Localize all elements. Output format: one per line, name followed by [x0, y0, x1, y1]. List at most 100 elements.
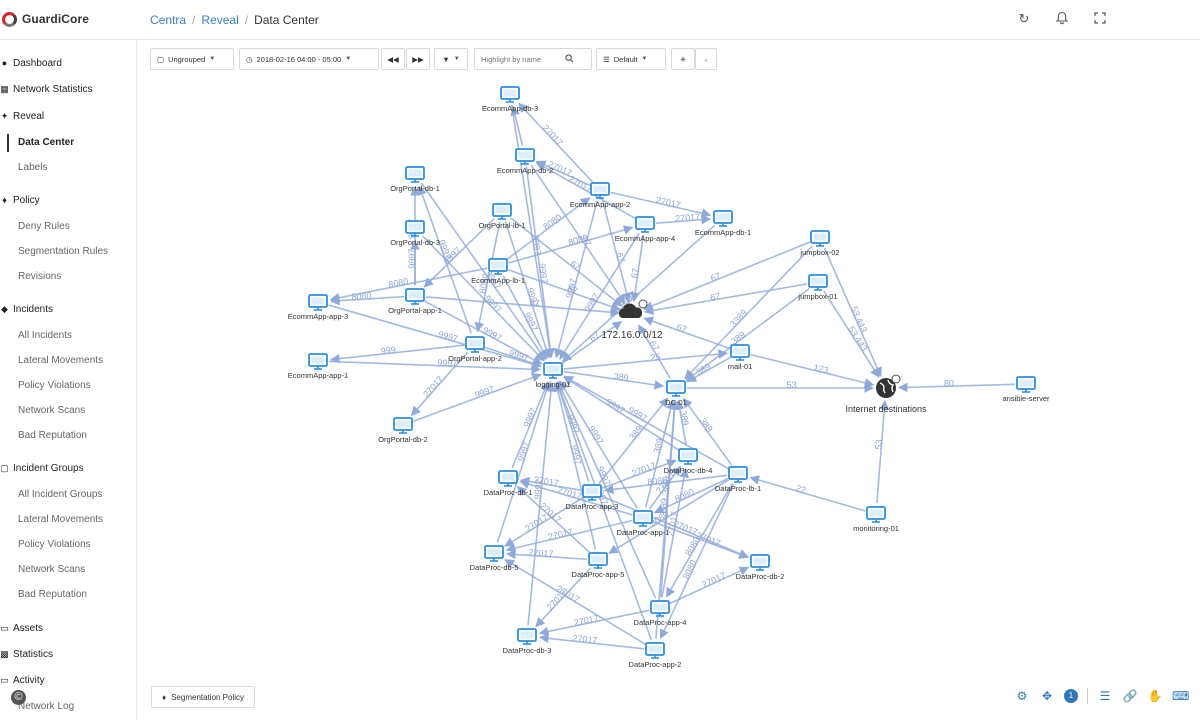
notification-badge[interactable]: 1 — [1064, 689, 1078, 703]
edge-mail-internet[interactable] — [750, 353, 875, 388]
sidebar-item-group-policy-violations[interactable]: Policy Violations — [18, 539, 91, 550]
edge-ecapp2-ecdb3[interactable] — [518, 102, 594, 183]
edge-dpapp1-dpdb1[interactable] — [519, 479, 633, 516]
grouping-select[interactable]: ▢ Ungrouped ▼ — [150, 48, 234, 70]
node-mail[interactable]: mail-01 — [728, 344, 753, 371]
sidebar-section-incident-groups[interactable]: ▢ Incident Groups — [0, 463, 83, 474]
edge-ecapp4-cloud[interactable] — [630, 234, 645, 303]
edge-dpdb1-logging[interactable] — [511, 381, 550, 469]
edge-jump1-internet[interactable] — [823, 290, 880, 378]
edge-opdbl-opapp2[interactable] — [474, 221, 501, 333]
node-monitor[interactable]: monitoring-01 — [853, 506, 899, 533]
edge-opdbl-opapp1[interactable] — [423, 218, 495, 288]
node-opapp2[interactable]: OrgPortal-app-2 — [448, 336, 502, 363]
edge-ecapp2-ecdb1[interactable] — [610, 191, 712, 218]
node-ecdb2[interactable]: EcommApp-db-2 — [497, 148, 553, 175]
edge-opapp2-ecapp1[interactable] — [329, 344, 465, 364]
edge-dpdb4-dc01[interactable] — [675, 399, 687, 446]
edge-dpapp1-dpdb4[interactable] — [648, 465, 682, 510]
edge-ecdb2-ecdb3[interactable] — [510, 105, 524, 146]
sidebar-section-policy[interactable]: ♦ Policy — [0, 195, 39, 206]
edge-logging-mail[interactable] — [563, 349, 729, 370]
edge-dpapp3-dpdb1[interactable] — [519, 476, 582, 491]
edge-ecapp4-logging[interactable] — [559, 232, 640, 360]
edge-opapp1-cloud[interactable] — [425, 296, 621, 317]
sidebar-item-deny-rules[interactable]: Deny Rules — [18, 221, 70, 232]
edge-dplb1-dpapp2[interactable] — [659, 483, 735, 640]
node-opdbl[interactable]: OrgPortal-lb-1 — [478, 203, 526, 230]
sidebar-item-data-center[interactable]: Data Center — [18, 137, 75, 148]
node-opapp1[interactable]: OrgPortal-app-1 — [388, 288, 442, 315]
edge-ecapp2-logging[interactable] — [553, 200, 598, 359]
link-icon[interactable]: 🔗 — [1122, 689, 1138, 703]
edge-dplb1-dpapp4[interactable] — [665, 483, 734, 598]
edge-dpapp2-dc01[interactable] — [655, 400, 680, 640]
edge-dpapp2-dpdb3[interactable] — [538, 633, 645, 650]
edge-jump2-cloud[interactable] — [643, 241, 811, 311]
node-opdb1[interactable]: OrgPortal-db-1 — [390, 166, 440, 193]
node-dpapp2[interactable]: DataProc-app-2 — [629, 642, 682, 669]
sidebar-item-group-network-scans[interactable]: Network Scans — [18, 564, 86, 575]
edge-opapp2-logging[interactable] — [485, 346, 542, 368]
sidebar-item-all-incidents[interactable]: All Incidents — [18, 330, 72, 341]
sidebar-item-lateral-movements[interactable]: Lateral Movements — [18, 355, 104, 366]
edge-ecdb2-logging[interactable] — [525, 166, 555, 359]
edge-ecdb2-cloud[interactable] — [530, 164, 626, 305]
edge-dpapp4-dpdb3[interactable] — [538, 609, 650, 637]
sidebar-section-network-statistics[interactable]: ▦ Network Statistics — [0, 84, 92, 95]
edge-jump1-cloud[interactable] — [643, 283, 808, 316]
bell-icon[interactable] — [1054, 11, 1070, 27]
sidebar-item-policy-violations[interactable]: Policy Violations — [18, 380, 91, 391]
sidebar-section-reveal[interactable]: ✦ Reveal — [0, 111, 44, 122]
previous-period-button[interactable]: ◀◀ — [381, 48, 405, 70]
edge-dpapp3-dc01[interactable] — [598, 397, 669, 484]
edge-monitor-internet[interactable] — [876, 400, 890, 504]
sidebar-section-dashboard[interactable]: ● Dashboard — [0, 58, 62, 69]
edge-opdbl-logging[interactable] — [504, 221, 551, 359]
node-opdb2[interactable]: OrgPortal-db-2 — [378, 417, 428, 444]
node-ecapp3[interactable]: EcommApp-app-3 — [288, 294, 348, 321]
edge-dpdb5-logging[interactable] — [496, 381, 551, 543]
edge-opapp2-opdb2[interactable] — [410, 351, 469, 417]
node-ecapp2[interactable]: EcommApp-app-2 — [570, 182, 630, 209]
edge-jump1-dc01[interactable] — [685, 287, 810, 381]
edge-dpdb4-logging[interactable] — [563, 376, 680, 451]
app-logo[interactable]: GuardiCore — [2, 8, 89, 30]
node-ecapp4[interactable]: EcommApp-app-4 — [615, 216, 675, 243]
node-ecdb3[interactable]: EcommApp-db-3 — [482, 86, 538, 113]
expand-icon[interactable] — [1092, 11, 1108, 27]
edge-logging-cloud[interactable] — [561, 320, 623, 365]
edge-opdb1-logging[interactable] — [420, 182, 547, 361]
node-eclb1[interactable]: EcommApp-lb-1 — [471, 258, 525, 285]
node-logging[interactable]: logging-01 — [535, 362, 571, 389]
node-ansible[interactable]: ansible-server — [1002, 376, 1050, 403]
edge-eclb1-ecapp2[interactable] — [506, 197, 591, 261]
edge-jump2-dc01[interactable] — [684, 245, 813, 380]
sidebar-item-bad-reputation[interactable]: Bad Reputation — [18, 430, 87, 441]
edge-dpapp3-logging[interactable] — [555, 381, 590, 482]
layout-dropdown-button[interactable]: ⌄ — [695, 48, 717, 70]
highlight-search-input[interactable] — [481, 54, 561, 64]
layer-select[interactable]: ☰ Default ▼ — [596, 48, 666, 70]
node-dc01[interactable]: DC-01 — [665, 380, 687, 407]
sidebar-item-segmentation-rules[interactable]: Segmentation Rules — [18, 246, 109, 257]
hand-icon[interactable]: ✋ — [1147, 689, 1163, 703]
edge-dpdb3-logging[interactable] — [527, 381, 556, 626]
node-ecdb1[interactable]: EcommApp-db-1 — [695, 210, 751, 237]
edge-dpapp2-logging[interactable] — [555, 381, 652, 640]
edge-dpapp3-dpdb4[interactable] — [602, 459, 677, 489]
edge-eclb1-logging[interactable] — [502, 275, 548, 360]
edge-dpapp3-dpdb5[interactable] — [504, 497, 584, 547]
edge-ecapp1-logging[interactable] — [328, 360, 541, 374]
node-dpapp3[interactable]: DataProc-app-3 — [566, 484, 619, 511]
next-period-button[interactable]: ▶▶ — [406, 48, 430, 70]
edge-opapp1-ecapp3[interactable] — [330, 295, 405, 306]
edge-jump2-internet[interactable] — [823, 247, 882, 377]
settings-icon[interactable]: ⚙ — [1016, 689, 1028, 703]
edge-dpapp4-logging[interactable] — [557, 380, 657, 599]
node-cloud[interactable]: 172.16.0.0/12 — [601, 299, 663, 341]
edge-ansible-internet[interactable] — [898, 382, 1016, 393]
node-internet[interactable]: Internet destinations — [845, 374, 927, 414]
edge-mail-cloud[interactable] — [643, 316, 730, 350]
edge-dplb1-logging[interactable] — [563, 375, 729, 470]
